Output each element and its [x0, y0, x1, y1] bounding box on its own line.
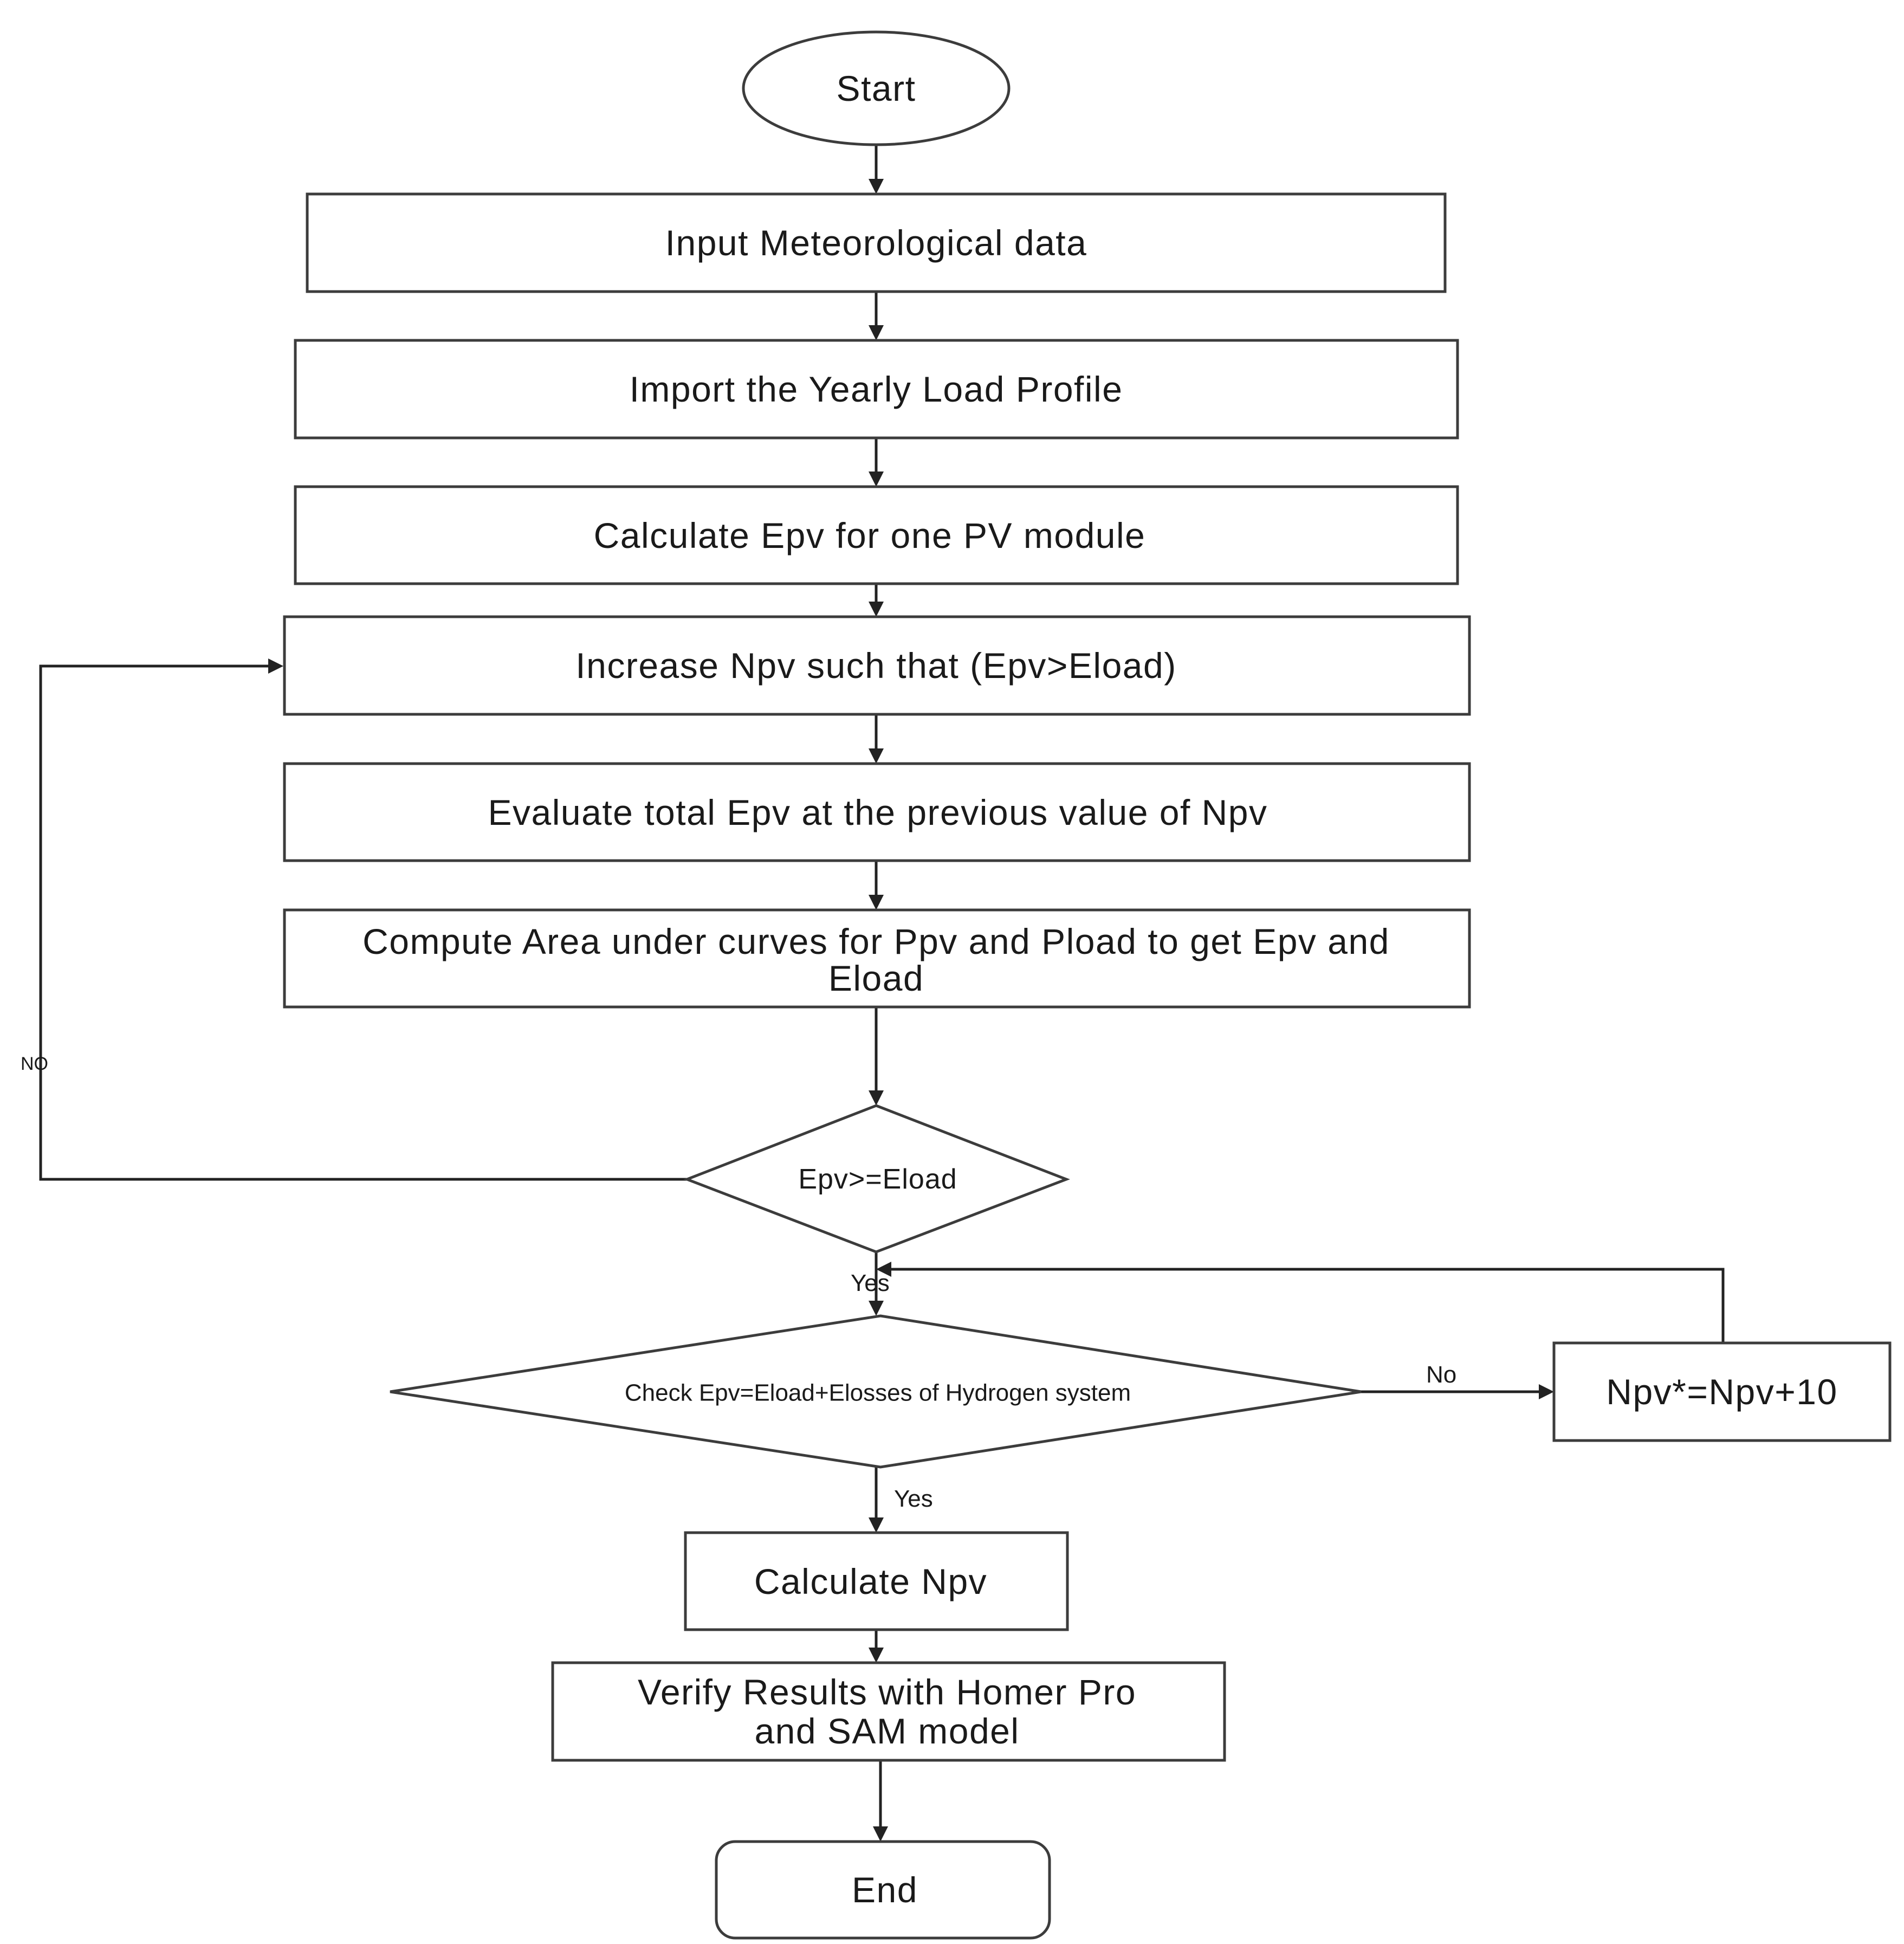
decision-check-losses: Check Epv=Eload+Elosses of Hydrogen syst… — [390, 1314, 1362, 1469]
edge-label-yes-2: Yes — [894, 1486, 933, 1512]
end-label: End — [852, 1870, 918, 1910]
import-load-label: Import the Yearly Load Profile — [630, 369, 1123, 409]
npv-increment-step: Npv*=Npv+10 — [1552, 1341, 1892, 1442]
compute-area-label-line2: Eload — [828, 958, 924, 998]
input-meteorological-label: Input Meteorological data — [665, 223, 1087, 263]
increase-npv-label: Increase Npv such that (Epv>Eload) — [575, 645, 1176, 686]
edge-label-no-2: No — [1426, 1361, 1456, 1388]
edge-label-no-loop: NO — [21, 1054, 48, 1074]
decision-epv-ge-eload: Epv>=Eload — [683, 1104, 1070, 1254]
calculate-epv-step: Calculate Epv for one PV module — [294, 485, 1459, 585]
import-load-step: Import the Yearly Load Profile — [294, 339, 1459, 440]
compute-area-label-line1: Compute Area under curves for Ppv and Pl… — [362, 921, 1390, 961]
increase-npv-step: Increase Npv such that (Epv>Eload) — [283, 615, 1471, 716]
connectors — [39, 145, 1725, 1842]
npv-increment-label: Npv*=Npv+10 — [1606, 1372, 1837, 1412]
compute-area-step: Compute Area under curves for Ppv and Pl… — [283, 908, 1471, 1009]
evaluate-epv-step: Evaluate total Epv at the previous value… — [283, 762, 1471, 862]
verify-results-label-line1: Verify Results with Homer Pro — [638, 1672, 1136, 1712]
calculate-epv-label: Calculate Epv for one PV module — [594, 515, 1146, 556]
calculate-npv-label: Calculate Npv — [754, 1561, 987, 1601]
verify-results-step: Verify Results with Homer Pro and SAM mo… — [551, 1661, 1226, 1762]
start-label: Start — [837, 68, 916, 108]
end-node: End — [715, 1840, 1051, 1940]
decision-check-losses-label: Check Epv=Eload+Elosses of Hydrogen syst… — [625, 1380, 1131, 1406]
edge-label-yes-1: Yes — [851, 1270, 890, 1296]
input-meteorological-step: Input Meteorological data — [306, 192, 1447, 293]
verify-results-label-line2: and SAM model — [754, 1711, 1019, 1751]
calculate-npv-step: Calculate Npv — [684, 1531, 1069, 1631]
evaluate-epv-label: Evaluate total Epv at the previous value… — [488, 792, 1268, 832]
decision-epv-ge-eload-label: Epv>=Eload — [798, 1164, 957, 1195]
start-node: Start — [742, 30, 1011, 146]
